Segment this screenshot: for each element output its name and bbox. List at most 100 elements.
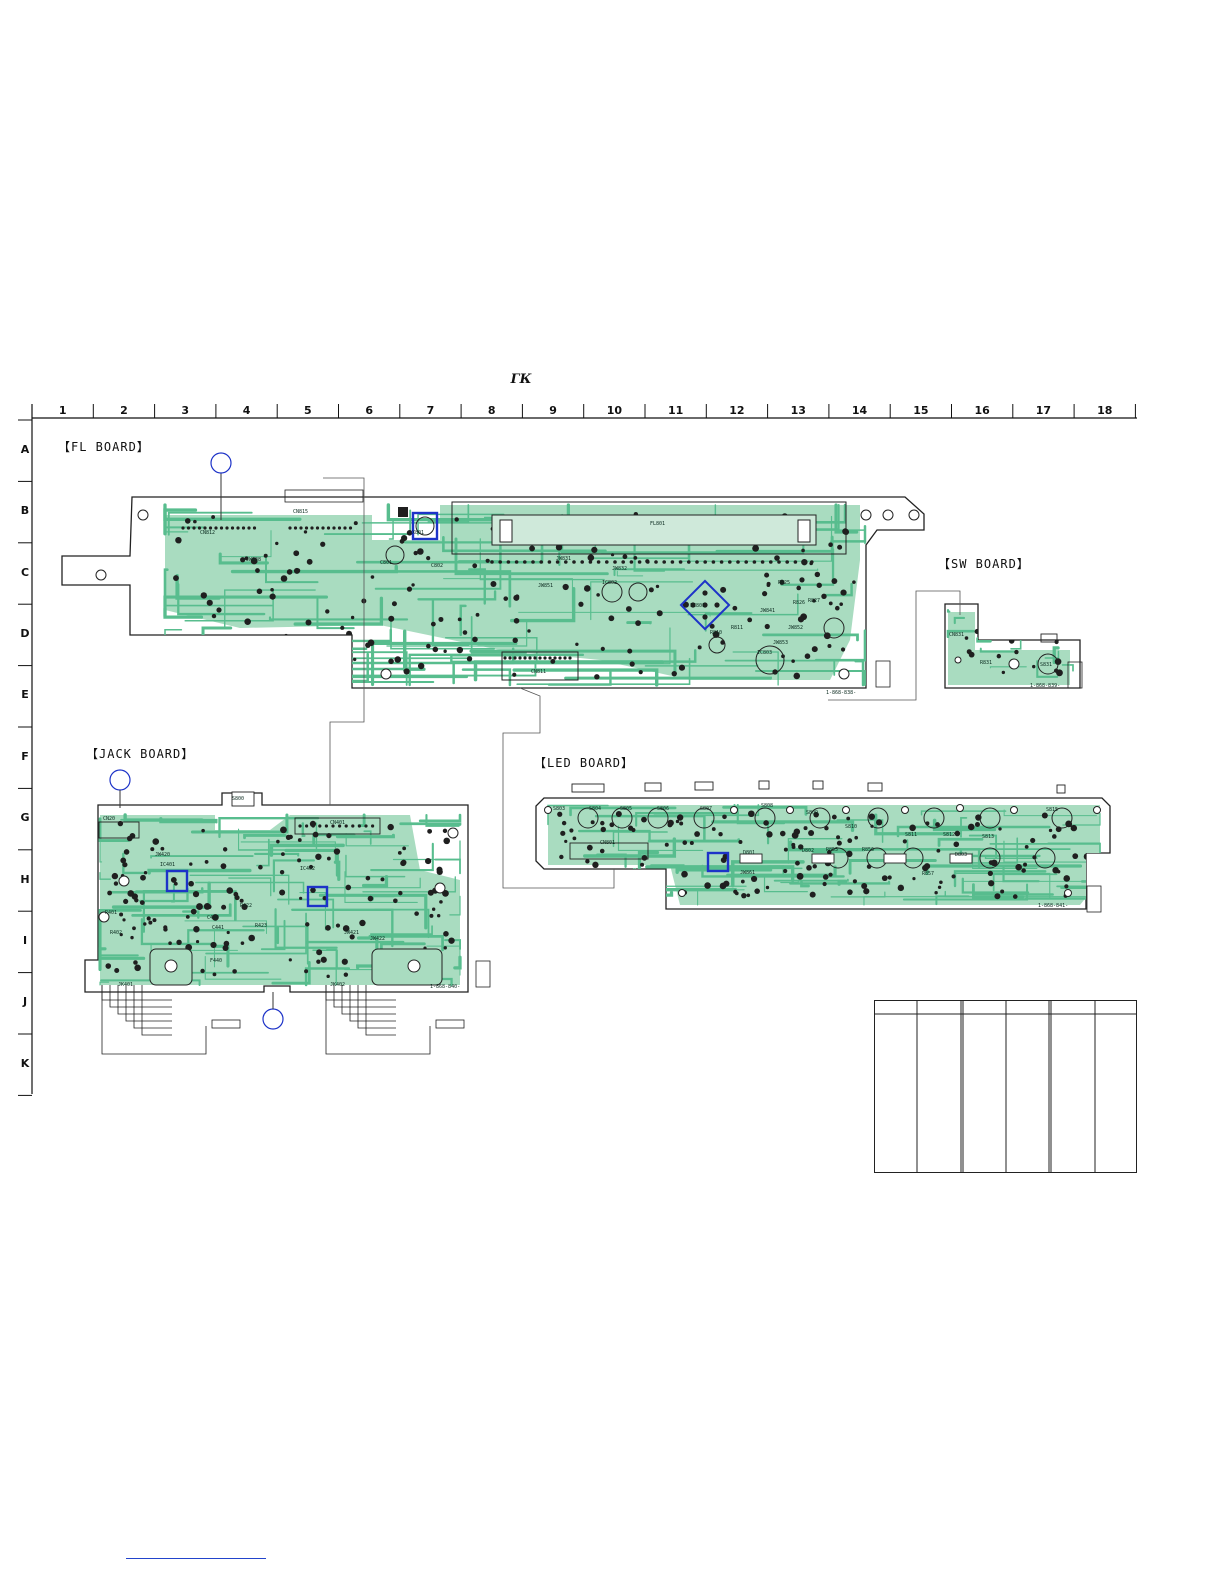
- mounting-hole: [883, 510, 893, 520]
- solder-pad: [163, 927, 167, 931]
- fl-board-title: 【FL BOARD】: [58, 438, 150, 455]
- fl-component-label: CN815: [293, 509, 308, 515]
- copper-trace: [548, 898, 609, 900]
- solder-pad: [402, 847, 406, 851]
- solder-pad: [368, 639, 375, 646]
- solder-pad: [287, 569, 293, 575]
- solder-pad: [592, 862, 598, 868]
- connector-pin: [220, 526, 223, 529]
- solder-pad: [869, 813, 875, 819]
- ic-pin: [702, 614, 707, 619]
- solder-pad: [325, 925, 331, 931]
- jack-component-label: C441: [212, 925, 224, 931]
- connector-pin: [503, 656, 506, 659]
- solder-pad: [143, 922, 146, 925]
- solder-pad: [783, 869, 787, 873]
- copper-trace: [1044, 620, 1066, 637]
- copper-trace: [329, 663, 337, 664]
- connector-pin: [318, 824, 321, 827]
- jack-component-label: R402: [110, 930, 122, 936]
- solder-pad: [342, 959, 348, 965]
- solder-pad: [939, 880, 943, 884]
- solder-pad: [751, 876, 757, 882]
- solder-pad: [443, 931, 449, 937]
- fl-component-label: C801: [380, 560, 392, 566]
- solder-pad: [953, 841, 959, 847]
- connector-pin: [553, 656, 556, 659]
- solder-pad: [1015, 864, 1022, 871]
- connector-pin: [231, 526, 234, 529]
- solder-pad: [186, 915, 190, 919]
- solder-pad: [591, 820, 595, 824]
- solder-pad: [738, 840, 742, 844]
- solder-pad: [988, 880, 994, 886]
- solder-pad: [472, 563, 477, 568]
- solder-pad: [876, 819, 882, 825]
- solder-pad: [828, 873, 832, 877]
- solder-pad: [721, 857, 727, 863]
- connector-pin: [288, 526, 291, 529]
- solder-pad: [797, 873, 804, 880]
- solder-pad: [133, 960, 138, 965]
- solder-pad: [791, 843, 795, 847]
- solder-pad: [801, 549, 805, 553]
- solder-pad: [796, 586, 801, 591]
- led-indicator-box: [572, 784, 604, 792]
- copper-trace: [613, 882, 641, 892]
- connector-pin: [358, 824, 361, 827]
- copper-trace: [1064, 610, 1073, 623]
- fl-board-part-number: 1-868-838-: [826, 690, 856, 696]
- led-component-label: D802: [802, 848, 814, 854]
- copper-trace: [775, 880, 848, 881]
- solder-pad: [527, 629, 530, 632]
- connector-pin: [310, 526, 313, 529]
- solder-pad: [812, 646, 818, 652]
- display-pin: [548, 560, 552, 564]
- solder-pad: [124, 849, 130, 855]
- led-indicator-box: [645, 783, 661, 791]
- solder-pad: [837, 545, 842, 550]
- solder-pad: [388, 616, 394, 622]
- solder-pad: [431, 622, 436, 627]
- solder-pad: [334, 848, 340, 854]
- solder-pad: [766, 831, 772, 837]
- solder-pad: [733, 890, 737, 894]
- solder-pad: [767, 582, 771, 586]
- solder-pad: [281, 852, 285, 856]
- jack-label-box: [436, 1020, 464, 1028]
- display-pin: [777, 560, 781, 564]
- solder-pad: [404, 668, 410, 674]
- display-pin: [646, 560, 650, 564]
- solder-pad: [815, 572, 820, 577]
- connector-pin: [533, 656, 536, 659]
- display-pin: [523, 560, 527, 564]
- row-letter: F: [18, 750, 32, 763]
- fl-marker-square: [398, 507, 408, 517]
- solder-pad: [300, 670, 307, 677]
- solder-pad: [827, 644, 831, 648]
- fl-component-label: JW831: [556, 556, 571, 562]
- solder-pad: [682, 840, 687, 845]
- solder-pad: [969, 652, 975, 658]
- solder-pad: [1021, 868, 1026, 873]
- led-component-label: D803: [955, 852, 967, 858]
- solder-pad: [200, 969, 204, 973]
- mounting-hole: [955, 657, 961, 663]
- fl-component-label: JW852: [788, 625, 803, 631]
- solder-pad: [718, 832, 722, 836]
- solder-pad: [608, 615, 614, 621]
- solder-pad: [1013, 894, 1018, 899]
- column-number: 15: [901, 404, 941, 417]
- solder-pad: [185, 518, 191, 524]
- solder-pad: [882, 875, 888, 881]
- footer-link-underline: [126, 1558, 266, 1559]
- solder-pad: [210, 942, 216, 948]
- solder-pad: [120, 858, 126, 864]
- solder-pad: [529, 546, 535, 552]
- solder-pad: [212, 614, 216, 618]
- connector-pin: [528, 656, 531, 659]
- solder-pad: [193, 891, 199, 897]
- solder-pad: [448, 937, 454, 943]
